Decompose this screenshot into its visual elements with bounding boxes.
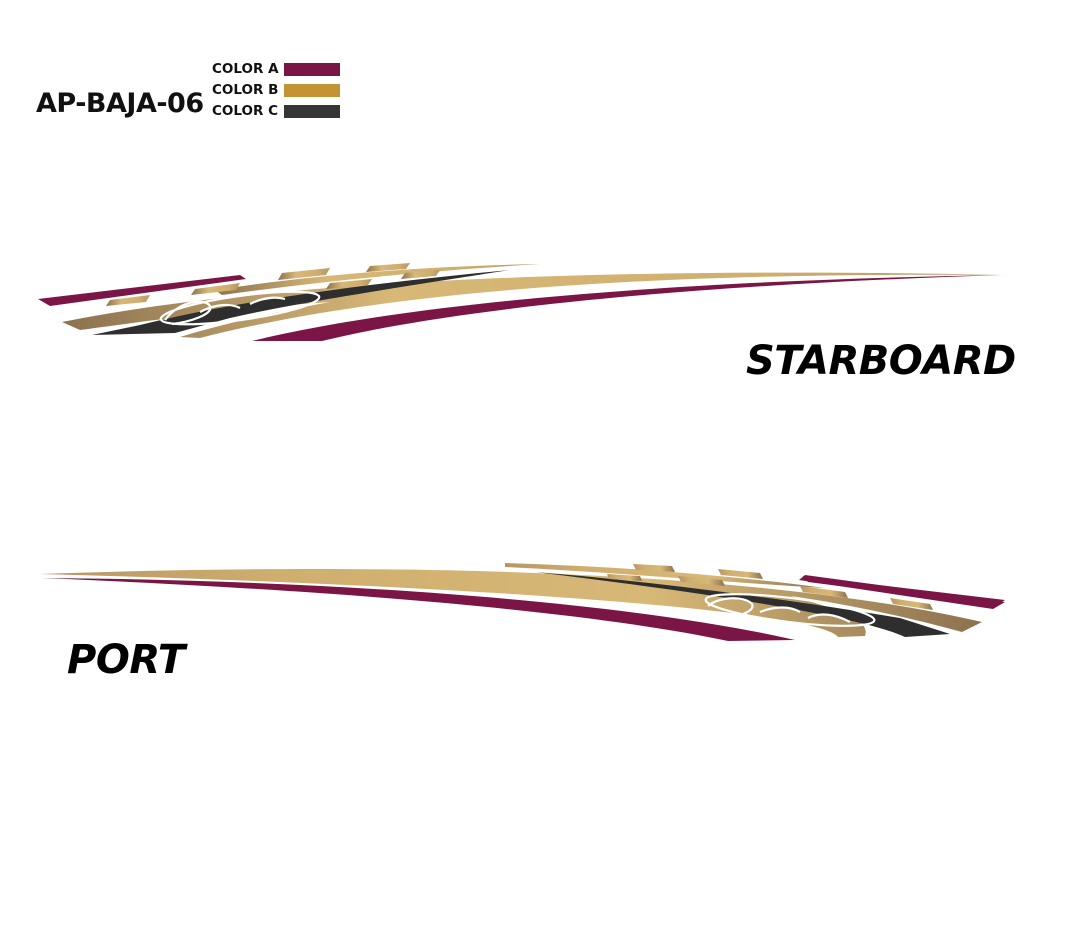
- starboard-maroon-upper-stripe: [38, 275, 246, 306]
- legend-label-color-b: COLOR B: [212, 82, 279, 98]
- starboard-dash-blocks: [106, 263, 440, 306]
- legend-row-color-b: COLOR B: [212, 82, 340, 98]
- legend-row-color-a: COLOR A: [212, 61, 340, 77]
- starboard-maroon-lower-stripe: [252, 275, 1002, 341]
- starboard-baja-logo: [159, 290, 321, 326]
- port-maroon-lower-swoosh: [42, 578, 795, 641]
- port-maroon-upper-wedge: [803, 576, 1005, 606]
- design-code-title: AP-BAJA-06: [36, 88, 204, 119]
- port-label: PORT: [67, 637, 185, 683]
- legend-swatch-color-c: [284, 104, 340, 118]
- legend-label-color-c: COLOR C: [212, 103, 278, 119]
- legend-row-color-c: COLOR C: [212, 103, 340, 119]
- legend-label-color-a: COLOR A: [212, 61, 279, 77]
- legend-swatch-color-b: [284, 83, 340, 97]
- port-baja-logo: [704, 593, 876, 627]
- legend-swatch-color-a: [284, 62, 340, 76]
- port-gold-thin-stripe: [505, 563, 825, 588]
- port-charcoal-stripe: [535, 572, 950, 637]
- starboard-label: STARBOARD: [746, 338, 1016, 384]
- port-dash-blocks: [607, 564, 933, 610]
